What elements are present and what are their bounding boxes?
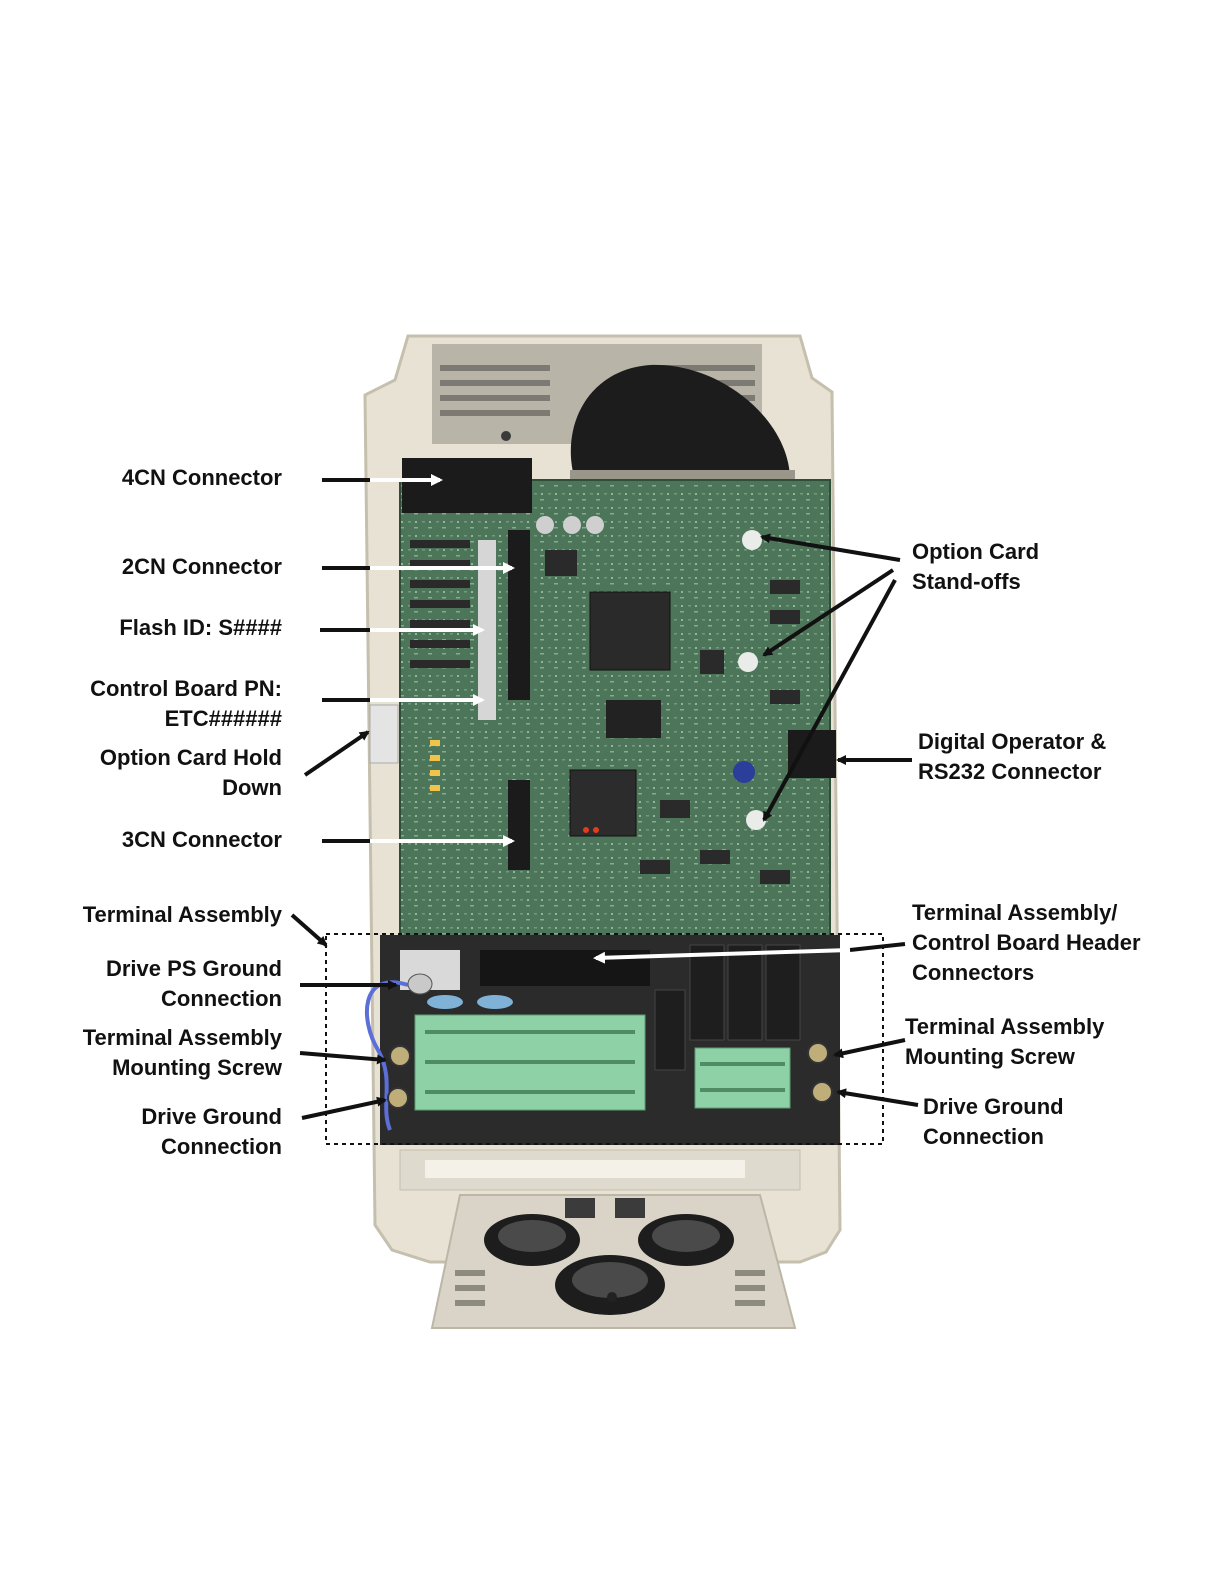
label-control-board-pn: Control Board PN: ETC######: [90, 676, 282, 731]
option-card-standoff: [746, 810, 766, 830]
leader-ground-left: [301, 1096, 387, 1120]
label-mounting-screw-left: Terminal Assembly Mounting Screw: [82, 1025, 282, 1080]
label-flash-id: Flash ID: S####: [119, 615, 282, 640]
connector-4cn: [402, 458, 532, 513]
white-arrows: [370, 474, 851, 964]
leader-header: [849, 942, 906, 952]
label-option-card-standoffs: Option Card Stand-offs: [912, 539, 1040, 594]
connector-3cn: [508, 780, 530, 870]
label-header-connectors: Terminal Assembly/ Control Board Header …: [912, 900, 1141, 985]
memory-chip: [606, 700, 661, 738]
leader-term-assembly: [290, 913, 328, 947]
label-drive-ground-right: Drive Ground Connection: [923, 1094, 1064, 1149]
label-drive-ps-ground: Drive PS Ground Connection: [105, 956, 282, 1011]
mounting-screw-left: [389, 1045, 411, 1067]
leader-standoff-1: [760, 533, 901, 562]
leader-mount-left: [299, 1051, 387, 1065]
label-digital-operator: Digital Operator & RS232 Connector: [918, 729, 1107, 784]
leader-hold-down: [303, 730, 370, 777]
leader-mount-right: [833, 1038, 906, 1059]
leader-ground-right: [836, 1088, 919, 1107]
ground-screw-right: [811, 1081, 833, 1103]
label-terminal-assembly: Terminal Assembly: [82, 902, 282, 927]
conduit-plate: [399, 1149, 801, 1329]
connector-2cn: [508, 530, 530, 700]
label-option-card-hold-down: Option Card Hold Down: [99, 745, 282, 800]
leader-standoff-3: [762, 579, 897, 822]
mounting-screw-right: [807, 1042, 829, 1064]
digital-operator-connector: [788, 730, 836, 778]
asic-chip: [569, 769, 637, 837]
label-3cn-connector: 3CN Connector: [121, 827, 282, 852]
flash-id-label: [478, 540, 496, 720]
main-processor: [589, 591, 671, 671]
terminal-assembly: [325, 933, 884, 1145]
option-card-standoff: [738, 652, 758, 672]
label-drive-ground-left: Drive Ground Connection: [141, 1104, 282, 1159]
terminal-block-relay: [694, 1047, 791, 1109]
ground-screw-left: [387, 1087, 409, 1109]
leader-lines: [290, 478, 919, 1120]
option-card-hold-down: [369, 704, 399, 764]
leader-standoff-2: [762, 568, 895, 657]
label-mounting-screw-right: Terminal Assembly Mounting Screw: [905, 1014, 1105, 1069]
option-card-standoff: [742, 530, 762, 550]
label-4cn-connector: 4CN Connector: [121, 465, 282, 490]
label-2cn-connector: 2CN Connector: [121, 554, 282, 579]
control-board: [369, 458, 836, 941]
